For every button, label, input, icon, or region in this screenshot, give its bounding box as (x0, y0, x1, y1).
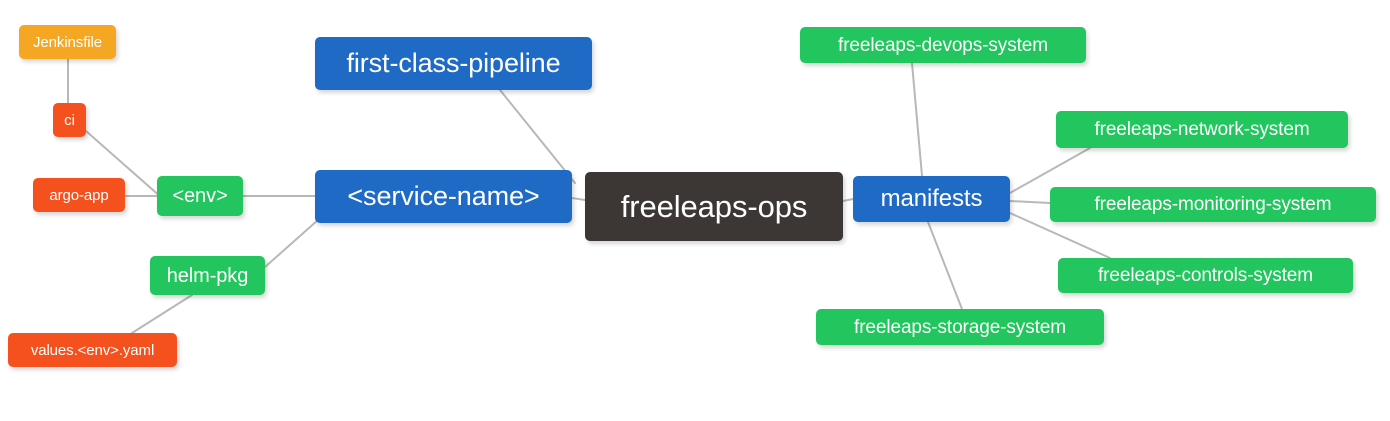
node-jenkinsfile[interactable]: Jenkinsfile (19, 25, 116, 59)
node-freeleaps-network-system[interactable]: freeleaps-network-system (1056, 111, 1348, 148)
node-label: freeleaps-controls-system (1097, 265, 1314, 286)
node-values-yaml[interactable]: values.<env>.yaml (8, 333, 177, 367)
node-manifests[interactable]: manifests (853, 176, 1010, 222)
node-freeleaps-controls-system[interactable]: freeleaps-controls-system (1058, 258, 1353, 293)
edge-manifests-to-freeleaps-storage-system (927, 221, 963, 310)
node-label: freeleaps-monitoring-system (1094, 194, 1332, 215)
node-ci[interactable]: ci (53, 103, 86, 137)
edge-manifests-to-freeleaps-monitoring-system (1009, 200, 1051, 204)
node-env[interactable]: <env> (157, 176, 243, 216)
node-label: ci (64, 111, 75, 129)
edge-helm-pkg-to-values-yaml (131, 294, 193, 334)
node-freeleaps-monitoring-system[interactable]: freeleaps-monitoring-system (1050, 187, 1376, 222)
node-first-class-pipeline[interactable]: first-class-pipeline (315, 37, 592, 90)
node-label: <env> (172, 185, 228, 207)
node-label: freeleaps-network-system (1094, 119, 1310, 140)
node-label: Jenkinsfile (33, 33, 102, 51)
node-freeleaps-storage-system[interactable]: freeleaps-storage-system (816, 309, 1104, 345)
edge-freeleaps-ops-to-manifests (842, 198, 854, 202)
edge-service-name-to-helm-pkg (264, 219, 319, 268)
node-label: helm-pkg (166, 264, 249, 287)
node-label: freeleaps-storage-system (854, 316, 1066, 338)
node-helm-pkg[interactable]: helm-pkg (150, 256, 265, 295)
node-label: first-class-pipeline (346, 48, 561, 78)
node-service-name[interactable]: <service-name> (315, 170, 572, 223)
edge-manifests-to-freeleaps-devops-system (911, 62, 923, 177)
node-label: argo-app (49, 186, 109, 204)
node-label: freeleaps-ops (620, 189, 808, 224)
node-label: freeleaps-devops-system (838, 34, 1048, 56)
node-argo-app[interactable]: argo-app (33, 178, 125, 212)
node-label: values.<env>.yaml (30, 341, 155, 359)
node-freeleaps-ops[interactable]: freeleaps-ops (585, 172, 843, 241)
node-label: <service-name> (347, 181, 540, 211)
node-freeleaps-devops-system[interactable]: freeleaps-devops-system (800, 27, 1086, 63)
node-label: manifests (880, 185, 983, 212)
edge-service-name-to-freeleaps-ops (571, 197, 586, 201)
